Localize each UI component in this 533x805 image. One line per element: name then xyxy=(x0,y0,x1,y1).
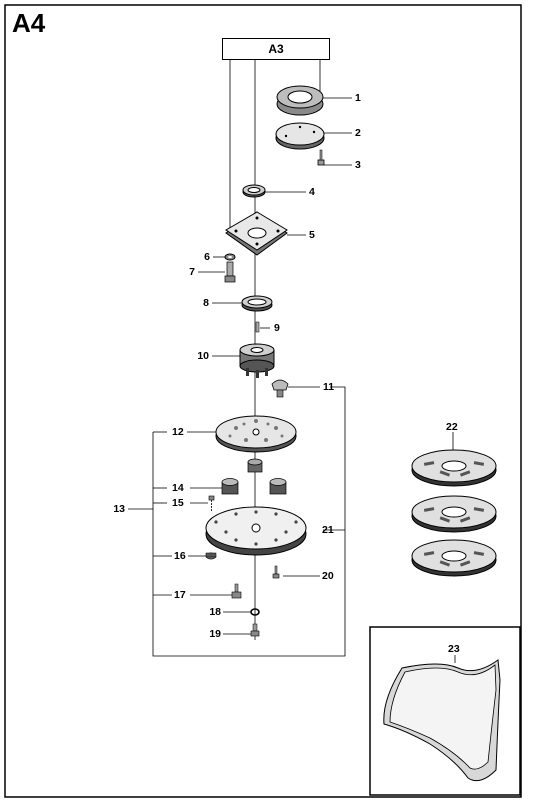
callout-20[interactable]: 20 xyxy=(322,570,334,582)
bearing-plate-icon xyxy=(225,211,288,256)
seal-ring-icon xyxy=(242,184,266,198)
section-label: A4 xyxy=(12,8,46,38)
cover-plate-icon xyxy=(275,122,325,150)
callout-11[interactable]: 11 xyxy=(323,381,335,393)
callout-10[interactable]: 10 xyxy=(197,350,209,362)
callout-5[interactable]: 5 xyxy=(309,229,315,241)
callout-6[interactable]: 6 xyxy=(204,251,210,263)
top-ring-icon xyxy=(276,85,324,116)
washer-icon xyxy=(224,253,236,261)
callout-9[interactable]: 9 xyxy=(274,322,280,334)
bolt-icon xyxy=(231,583,242,599)
callout-19[interactable]: 19 xyxy=(209,628,221,640)
nut-icon xyxy=(205,552,217,560)
rubber-bushing-icon xyxy=(221,478,287,495)
screw-icon xyxy=(317,149,325,166)
pin-icon xyxy=(255,321,260,333)
pad-icon xyxy=(383,659,501,782)
screw-icon xyxy=(250,623,260,637)
callout-3[interactable]: 3 xyxy=(355,159,361,171)
carrier-plate-icon xyxy=(205,506,307,556)
callout-13[interactable]: 13 xyxy=(113,503,125,515)
callout-22[interactable]: 22 xyxy=(446,421,458,433)
retaining-ring-icon xyxy=(241,295,273,312)
page-border xyxy=(4,4,522,798)
callout-14[interactable]: 14 xyxy=(172,482,184,494)
spacer-icon xyxy=(247,458,263,473)
callout-2[interactable]: 2 xyxy=(355,127,361,139)
small-screw-icon xyxy=(208,495,215,512)
reference-box[interactable]: A3 xyxy=(222,38,330,60)
callout-16[interactable]: 16 xyxy=(174,550,186,562)
callout-4[interactable]: 4 xyxy=(309,186,315,198)
hub-icon xyxy=(239,343,275,378)
callout-1[interactable]: 1 xyxy=(355,92,361,104)
plug-icon xyxy=(271,379,289,398)
callout-8[interactable]: 8 xyxy=(203,297,209,309)
callout-21[interactable]: 21 xyxy=(322,524,334,536)
assembly-outline xyxy=(152,386,346,657)
callout-23[interactable]: 23 xyxy=(448,643,460,655)
bolt-icon xyxy=(224,261,236,283)
screw-icon xyxy=(272,565,280,579)
callout-7[interactable]: 7 xyxy=(189,266,195,278)
callout-17[interactable]: 17 xyxy=(174,589,186,601)
grinding-disc-icon xyxy=(411,449,497,577)
callout-12[interactable]: 12 xyxy=(172,426,184,438)
callout-15[interactable]: 15 xyxy=(172,497,184,509)
callout-18[interactable]: 18 xyxy=(209,606,221,618)
upper-disc-icon xyxy=(215,415,297,453)
